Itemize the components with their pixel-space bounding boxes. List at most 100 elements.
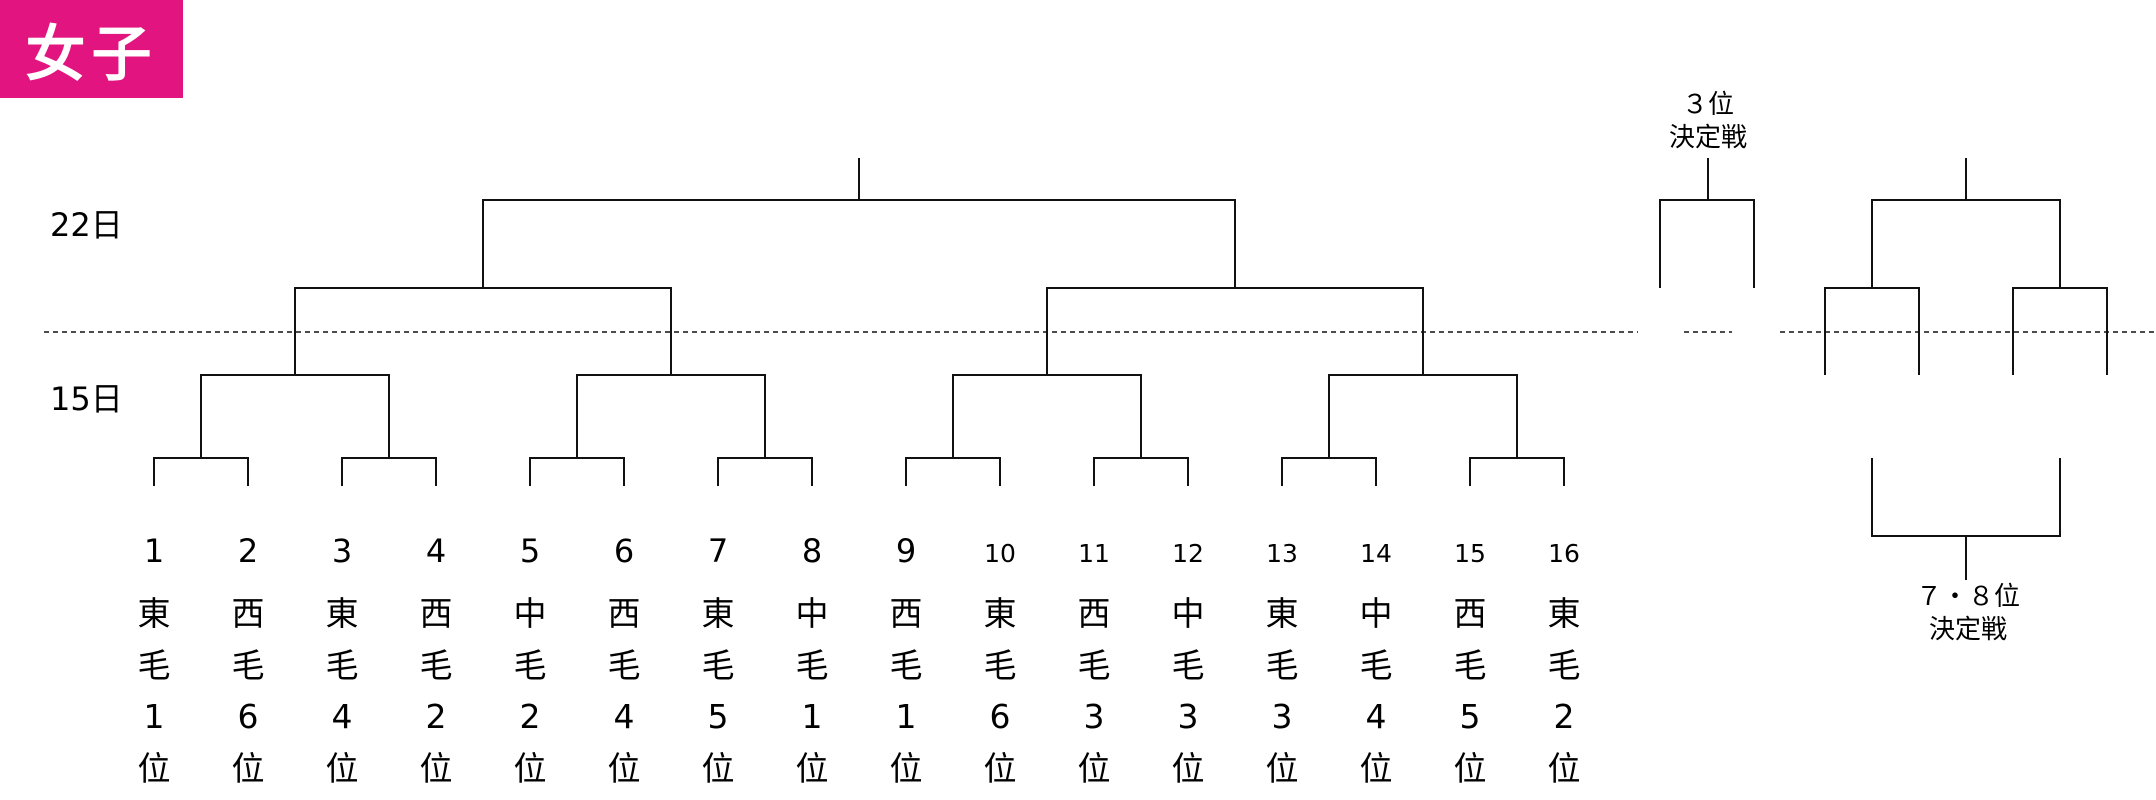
entry-8-region: 中: [796, 594, 829, 633]
entry-14-region: 中: [1360, 594, 1393, 633]
bracket-round-1-match-1: [153, 457, 249, 486]
entry-3-seed: 3: [332, 532, 352, 570]
title-badge: 女子: [0, 0, 183, 98]
entry-5-unit: 位: [514, 749, 547, 788]
entry-4-seed: 4: [426, 532, 446, 570]
entry-5-region: 中: [514, 594, 547, 633]
entry-2-unit: 位: [232, 749, 265, 788]
entry-10-area: 毛: [984, 646, 1017, 685]
entry-7-area: 毛: [702, 646, 735, 685]
entry-15-region: 西: [1454, 594, 1487, 633]
entry-8-area: 毛: [796, 646, 829, 685]
seventh-eighth-label-line2: 決定戦: [1929, 615, 2007, 645]
entry-9-region: 西: [890, 594, 923, 633]
entry-10-rank: 6: [990, 697, 1011, 736]
bracket-round-1-match-6: [1093, 457, 1189, 486]
entry-4-area: 毛: [420, 646, 453, 685]
entry-12-seed: 12: [1172, 539, 1204, 568]
entry-1-unit: 位: [138, 749, 171, 788]
entry-13-area: 毛: [1266, 646, 1299, 685]
entry-10-unit: 位: [984, 749, 1017, 788]
bracket-round-2-match-1: [200, 374, 390, 458]
entry-13-seed: 13: [1266, 539, 1298, 568]
third-place-label-line2: 決定戦: [1669, 123, 1747, 153]
entry-3-rank: 4: [332, 697, 353, 736]
entry-list: 1東毛1位2西毛6位3東毛4位4西毛2位5中毛2位6西毛4位7東毛5位8中毛1位…: [138, 532, 1581, 788]
entry-8-seed: 8: [802, 532, 822, 570]
bracket-round-1-match-8: [1469, 457, 1565, 486]
entry-16-region: 東: [1548, 594, 1581, 633]
entry-9-rank: 1: [896, 697, 917, 736]
entry-11-region: 西: [1078, 594, 1111, 633]
bracket-round-1-match-2: [341, 457, 437, 486]
entry-8-unit: 位: [796, 749, 829, 788]
entry-1-region: 東: [138, 594, 171, 633]
entry-14-rank: 4: [1366, 697, 1387, 736]
entry-2-seed: 2: [238, 532, 258, 570]
entry-4-region: 西: [420, 594, 453, 633]
third-place-bracket: ３位 決定戦: [1659, 90, 1755, 288]
entry-1-rank: 1: [144, 697, 165, 736]
entry-8-rank: 1: [802, 697, 823, 736]
entry-10-seed: 10: [984, 539, 1016, 568]
entry-16-unit: 位: [1548, 749, 1581, 788]
entry-3-unit: 位: [326, 749, 359, 788]
entry-2-rank: 6: [238, 697, 259, 736]
entry-16-area: 毛: [1548, 646, 1581, 685]
fifth-place-bracket: [1824, 158, 2108, 375]
entry-11-unit: 位: [1078, 749, 1111, 788]
entry-16-seed: 16: [1548, 539, 1580, 568]
entry-14-unit: 位: [1360, 749, 1393, 788]
entry-9-unit: 位: [890, 749, 923, 788]
entry-6-rank: 4: [614, 697, 635, 736]
bracket-round-2-match-4: [1328, 374, 1518, 458]
entry-2-area: 毛: [232, 646, 265, 685]
seventh-eighth-label-line1: ７・８位: [1916, 582, 2020, 612]
bracket-round-2-match-2: [576, 374, 766, 458]
bracket-round-4-match-1: [482, 199, 1236, 288]
entry-15-seed: 15: [1454, 539, 1486, 568]
entry-7-unit: 位: [702, 749, 735, 788]
entry-15-rank: 5: [1460, 697, 1481, 736]
seventh-eighth-bracket: ７・８位 決定戦: [1871, 458, 2061, 645]
entry-1-seed: 1: [144, 532, 164, 570]
entry-5-area: 毛: [514, 646, 547, 685]
day-label-lower: 15日: [50, 380, 123, 418]
entry-11-rank: 3: [1084, 697, 1105, 736]
entry-4-rank: 2: [426, 697, 447, 736]
entry-3-area: 毛: [326, 646, 359, 685]
entry-7-region: 東: [702, 594, 735, 633]
entry-6-region: 西: [608, 594, 641, 633]
entry-12-area: 毛: [1172, 646, 1205, 685]
entry-12-rank: 3: [1178, 697, 1199, 736]
entry-6-seed: 6: [614, 532, 634, 570]
bracket-round-1-match-5: [905, 457, 1001, 486]
entry-12-unit: 位: [1172, 749, 1205, 788]
entry-16-rank: 2: [1554, 697, 1575, 736]
bracket-round-1-match-7: [1281, 457, 1377, 486]
day-label-upper: 22日: [50, 206, 123, 244]
entry-5-rank: 2: [520, 697, 541, 736]
entry-13-unit: 位: [1266, 749, 1299, 788]
entry-12-region: 中: [1172, 594, 1205, 633]
entry-14-area: 毛: [1360, 646, 1393, 685]
entry-15-area: 毛: [1454, 646, 1487, 685]
entry-11-area: 毛: [1078, 646, 1111, 685]
entry-1-area: 毛: [138, 646, 171, 685]
main-bracket-lines: [153, 158, 1565, 486]
bracket-round-1-match-3: [529, 457, 625, 486]
entry-10-region: 東: [984, 594, 1017, 633]
entry-2-region: 西: [232, 594, 265, 633]
entry-5-seed: 5: [520, 532, 540, 570]
entry-13-rank: 3: [1272, 697, 1293, 736]
entry-14-seed: 14: [1360, 539, 1392, 568]
entry-15-unit: 位: [1454, 749, 1487, 788]
title-text: 女子: [25, 19, 158, 90]
entry-4-unit: 位: [420, 749, 453, 788]
bracket-round-1-match-4: [717, 457, 813, 486]
entry-3-region: 東: [326, 594, 359, 633]
entry-11-seed: 11: [1078, 539, 1110, 568]
entry-7-rank: 5: [708, 697, 729, 736]
entry-9-seed: 9: [896, 532, 916, 570]
